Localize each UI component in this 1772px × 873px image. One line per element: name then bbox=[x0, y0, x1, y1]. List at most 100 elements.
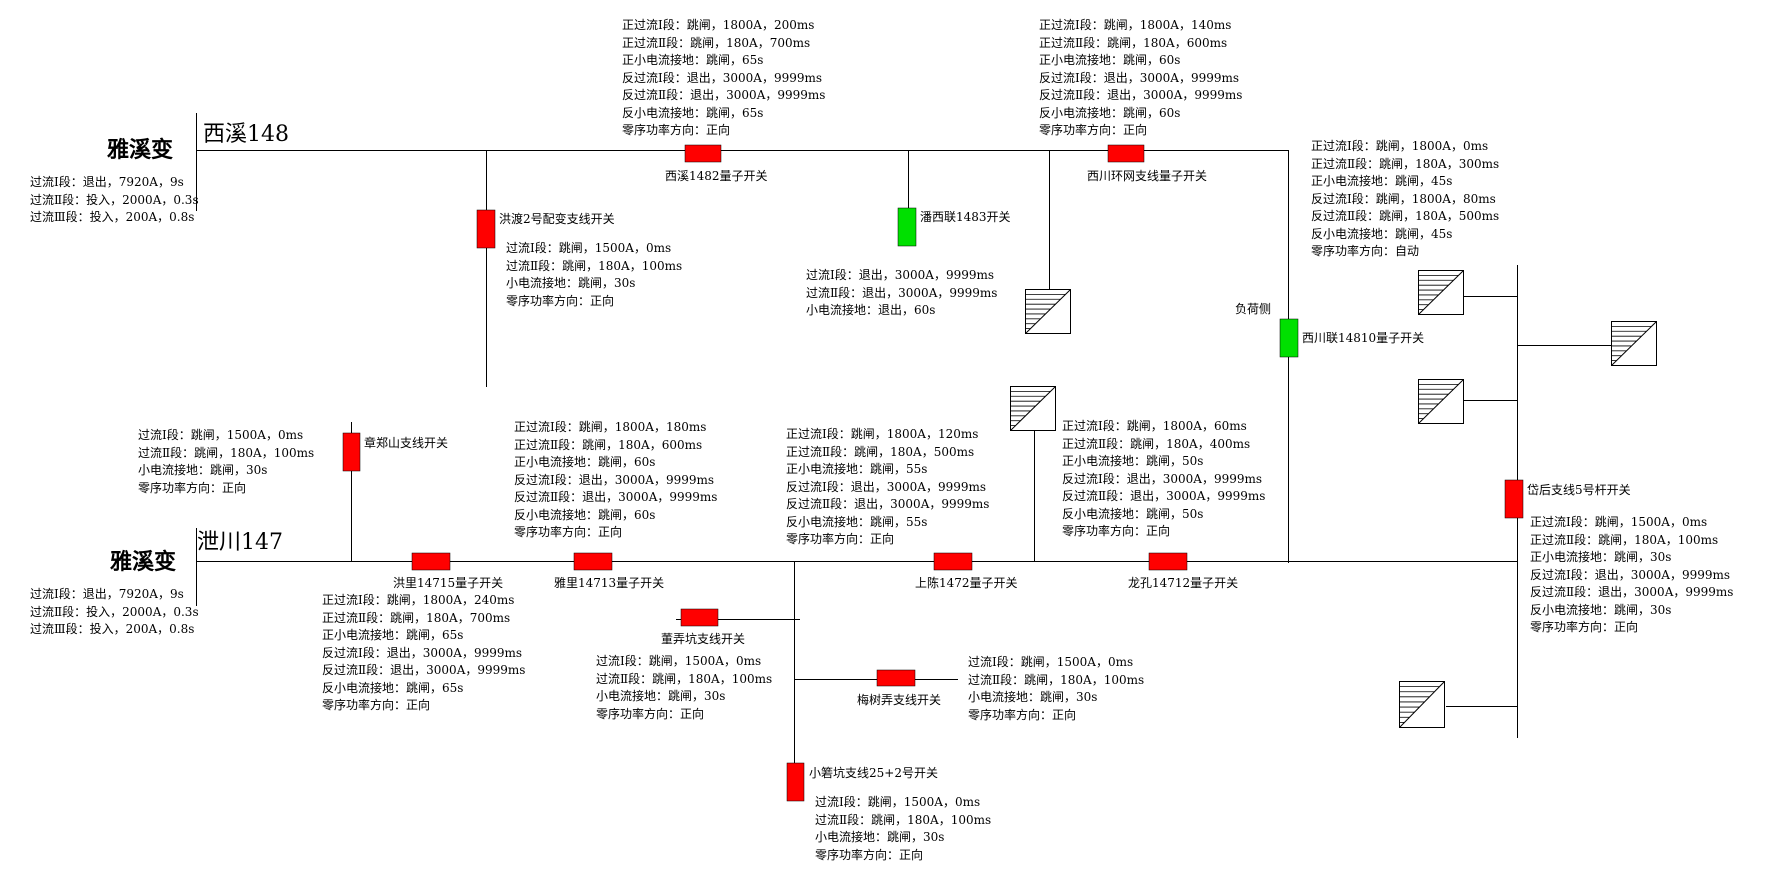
substation-top-protection: 过流Ⅰ段：退出，7920A，9s 过流Ⅱ段：投入，2000A，0.3s 过流Ⅲ段… bbox=[30, 174, 199, 227]
switch-hongli14715[interactable] bbox=[411, 552, 451, 571]
setting-line: 过流Ⅰ段：跳闸，1500A，0ms bbox=[968, 655, 1134, 669]
settings-xixi1482: 正过流Ⅰ段：跳闸，1800A，200ms 正过流Ⅱ段：跳闸，180A，700ms… bbox=[622, 17, 825, 140]
setting-line: 过流Ⅱ段：跳闸，180A，100ms bbox=[815, 812, 992, 827]
settings-daihou5: 正过流Ⅰ段：跳闸，1500A，0ms 正过流Ⅱ段：跳闸，180A，100ms 正… bbox=[1530, 514, 1733, 637]
setting-line: 过流Ⅱ段：跳闸，180A，100ms bbox=[138, 445, 315, 460]
switch-shangchen1472[interactable] bbox=[933, 552, 973, 571]
setting-line: 正小电流接地：跳闸，30s bbox=[1530, 550, 1672, 564]
settings-xichuanlian14810: 正过流Ⅰ段：跳闸，1800A，0ms 正过流Ⅱ段：跳闸，180A，300ms 正… bbox=[1311, 138, 1499, 261]
switch-daihou5[interactable] bbox=[1504, 479, 1524, 519]
feeder-name-xiechuan147: 泄川147 bbox=[197, 530, 283, 555]
setting-line: 正过流Ⅰ段：跳闸，1800A，60ms bbox=[1062, 419, 1247, 433]
setting-line: 过流Ⅱ段：退出，3000A，9999ms bbox=[806, 285, 998, 300]
settings-longkong14712: 正过流Ⅰ段：跳闸，1800A，60ms 正过流Ⅱ段：跳闸，180A，400ms … bbox=[1062, 418, 1265, 541]
transformer-icon bbox=[1418, 379, 1464, 424]
setting-line: 反小电流接地：跳闸，60s bbox=[514, 507, 656, 522]
setting-line: 小电流接地：跳闸，30s bbox=[968, 690, 1098, 704]
setting-line: 反过流Ⅰ段：退出，3000A，9999ms bbox=[786, 479, 987, 494]
settings-shangchen1472: 正过流Ⅰ段：跳闸，1800A，120ms 正过流Ⅱ段：跳闸，180A，500ms… bbox=[786, 426, 989, 549]
setting-line: 零序功率方向：自动 bbox=[1311, 244, 1420, 258]
switch-label-yali14713: 雅里14713量子开关 bbox=[554, 576, 665, 590]
setting-line: 零序功率方向：正向 bbox=[1062, 524, 1171, 538]
setting-line: 反小电流接地：跳闸，45s bbox=[1311, 226, 1453, 241]
setting-line: 反小电流接地：跳闸，30s bbox=[1530, 602, 1672, 617]
setting-line: 反过流Ⅱ段：退出，3000A，9999ms bbox=[622, 88, 826, 102]
settings-dongnongkeng: 过流Ⅰ段：跳闸，1500A，0ms 过流Ⅱ段：跳闸，180A，100ms 小电流… bbox=[596, 653, 772, 723]
setting-line: 零序功率方向：正向 bbox=[506, 293, 615, 308]
setting-line: 过流Ⅰ段：跳闸，1500A，0ms bbox=[138, 428, 304, 442]
switch-xichuanlian14810[interactable] bbox=[1279, 318, 1299, 358]
setting-line: 小电流接地：退出，60s bbox=[806, 303, 936, 317]
setting-line: 反小电流接地：跳闸，50s bbox=[1062, 506, 1204, 521]
transformer-symbols bbox=[1010, 270, 1657, 728]
setting-line: 零序功率方向：正向 bbox=[514, 525, 623, 539]
switch-label-xichuanhuanwang: 西川环网支线量子开关 bbox=[1087, 169, 1208, 183]
setting-line: 反过流Ⅱ段：退出，3000A，9999ms bbox=[1530, 585, 1734, 599]
protection-line: 过流Ⅰ段：退出，7920A，9s bbox=[30, 175, 184, 189]
settings-panxilian1483: 过流Ⅰ段：退出，3000A，9999ms 过流Ⅱ段：退出，3000A，9999m… bbox=[806, 267, 997, 320]
setting-line: 反过流Ⅱ段：退出，3000A，9999ms bbox=[1062, 489, 1266, 503]
setting-line: 正过流Ⅱ段：跳闸，180A，100ms bbox=[1530, 532, 1719, 547]
setting-line: 正过流Ⅱ段：跳闸，180A，600ms bbox=[1039, 35, 1228, 50]
setting-line: 小电流接地：跳闸，30s bbox=[596, 689, 726, 703]
setting-line: 反过流Ⅰ段：退出，3000A，9999ms bbox=[1062, 471, 1263, 486]
setting-line: 正过流Ⅰ段：跳闸，1800A，180ms bbox=[514, 420, 707, 434]
setting-line: 零序功率方向：正向 bbox=[786, 532, 895, 546]
setting-line: 正过流Ⅰ段：跳闸，1800A，140ms bbox=[1039, 18, 1232, 32]
switch-label-longkong14712: 龙孔14712量子开关 bbox=[1128, 576, 1239, 590]
switch-xiaozhukeng[interactable] bbox=[786, 762, 805, 802]
switch-panxilian1483[interactable] bbox=[897, 207, 917, 247]
setting-line: 正小电流接地：跳闸，60s bbox=[514, 455, 656, 469]
setting-line: 过流Ⅰ段：跳闸，1500A，0ms bbox=[506, 241, 672, 255]
setting-line: 反过流Ⅰ段：退出，3000A，9999ms bbox=[514, 472, 715, 487]
switch-xichuanhuanwang[interactable] bbox=[1107, 144, 1145, 163]
switch-label-panxilian1483: 潘西联1483开关 bbox=[920, 210, 1011, 224]
settings-hongdu: 过流Ⅰ段：跳闸，1500A，0ms 过流Ⅱ段：跳闸，180A，100ms 小电流… bbox=[506, 240, 682, 310]
switch-hongdu[interactable] bbox=[476, 209, 496, 249]
setting-line: 正过流Ⅰ段：跳闸，1800A，0ms bbox=[1311, 139, 1489, 153]
setting-line: 反过流Ⅰ段：退出，3000A，9999ms bbox=[322, 645, 523, 660]
switch-label-xixi1482: 西溪1482量子开关 bbox=[665, 169, 768, 183]
switch-zhangzhengshan[interactable] bbox=[342, 432, 361, 472]
settings-zhangzhengshan: 过流Ⅰ段：跳闸，1500A，0ms 过流Ⅱ段：跳闸，180A，100ms 小电流… bbox=[138, 427, 314, 497]
transformer-icon bbox=[1611, 321, 1657, 366]
feeder-name-xixi148: 西溪148 bbox=[203, 122, 289, 147]
setting-line: 过流Ⅱ段：跳闸，180A，100ms bbox=[968, 672, 1145, 687]
settings-xiaozhukeng: 过流Ⅰ段：跳闸，1500A，0ms 过流Ⅱ段：跳闸，180A，100ms 小电流… bbox=[815, 794, 991, 864]
switch-label-hongli14715: 洪里14715量子开关 bbox=[393, 576, 504, 590]
setting-line: 零序功率方向：正向 bbox=[322, 698, 431, 712]
settings-yali14713: 正过流Ⅰ段：跳闸，1800A，180ms 正过流Ⅱ段：跳闸，180A，600ms… bbox=[514, 419, 717, 542]
setting-line: 反过流Ⅱ段：退出，3000A，9999ms bbox=[1039, 88, 1243, 102]
setting-line: 小电流接地：跳闸，30s bbox=[138, 463, 268, 477]
protection-line: 过流Ⅱ段：投入，2000A，0.3s bbox=[30, 604, 199, 619]
setting-line: 正过流Ⅱ段：跳闸，180A，400ms bbox=[1062, 436, 1251, 451]
setting-line: 反过流Ⅱ段：退出，3000A，9999ms bbox=[786, 497, 990, 511]
setting-line: 正过流Ⅰ段：跳闸，1500A，0ms bbox=[1530, 515, 1708, 529]
setting-line: 正过流Ⅰ段：跳闸，1800A，240ms bbox=[322, 593, 515, 607]
setting-line: 正小电流接地：跳闸，45s bbox=[1311, 174, 1453, 188]
transformer-icon bbox=[1025, 289, 1071, 334]
setting-line: 正过流Ⅱ段：跳闸，180A，600ms bbox=[514, 437, 703, 452]
substation-name-bottom: 雅溪变 bbox=[110, 549, 177, 575]
switch-xixi1482[interactable] bbox=[684, 144, 722, 163]
switch-longkong14712[interactable] bbox=[1148, 552, 1188, 571]
setting-line: 过流Ⅱ段：跳闸，180A，100ms bbox=[506, 258, 683, 273]
setting-line: 过流Ⅱ段：跳闸，180A，100ms bbox=[596, 671, 773, 686]
switch-symbols bbox=[342, 144, 1524, 802]
transformer-icon bbox=[1010, 386, 1056, 431]
setting-line: 零序功率方向：正向 bbox=[1039, 123, 1148, 137]
switch-label-xiaozhukeng: 小箬坑支线25+2号开关 bbox=[809, 766, 938, 780]
setting-line: 反过流Ⅱ段：跳闸，180A，500ms bbox=[1311, 209, 1500, 223]
setting-line: 小电流接地：跳闸，30s bbox=[506, 276, 636, 290]
switch-dongnongkeng[interactable] bbox=[680, 608, 719, 627]
switch-yali14713[interactable] bbox=[573, 552, 613, 571]
protection-line: 过流Ⅲ段：投入，200A，0.8s bbox=[30, 622, 195, 636]
setting-line: 过流Ⅰ段：跳闸，1500A，0ms bbox=[815, 795, 981, 809]
setting-line: 正过流Ⅱ段：跳闸，180A，700ms bbox=[322, 610, 511, 625]
switch-meishunong[interactable] bbox=[876, 669, 916, 687]
settings-hongli14715: 正过流Ⅰ段：跳闸，1800A，240ms 正过流Ⅱ段：跳闸，180A，700ms… bbox=[322, 592, 525, 715]
setting-line: 反小电流接地：跳闸，60s bbox=[1039, 105, 1181, 120]
setting-line: 反过流Ⅰ段：退出，3000A，9999ms bbox=[622, 70, 823, 85]
